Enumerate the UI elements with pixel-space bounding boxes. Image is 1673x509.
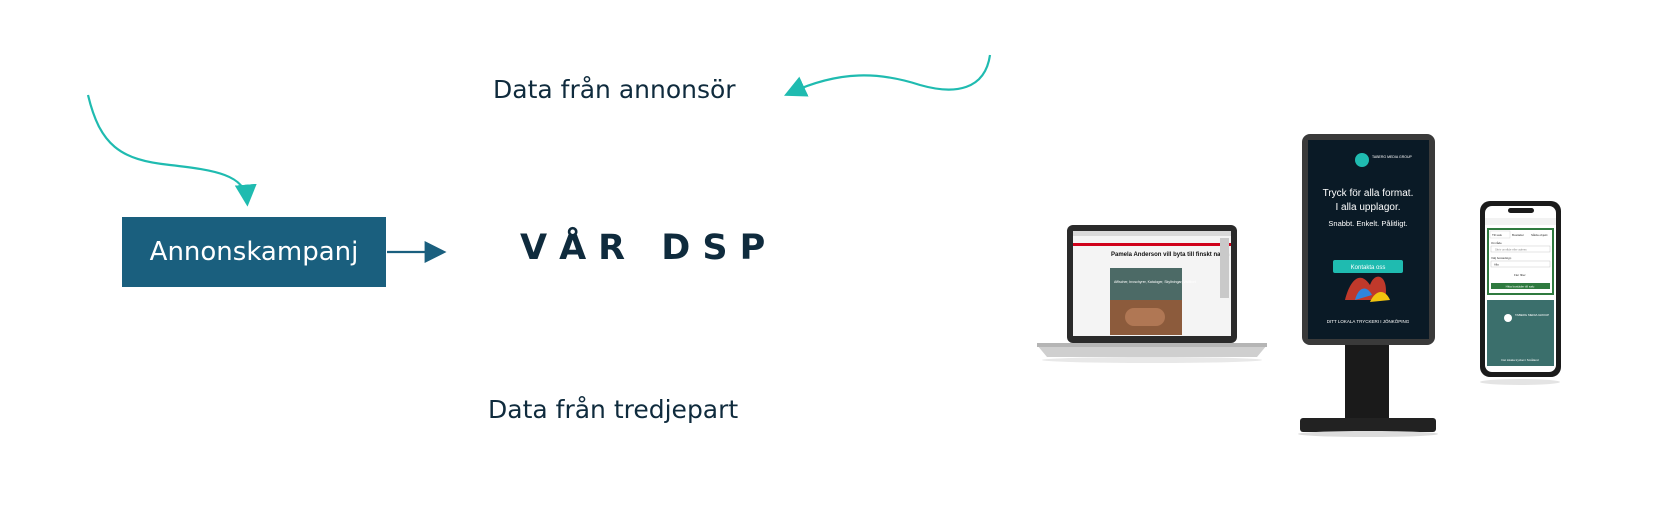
kiosk-headline-2: I alla upplagor. bbox=[1335, 202, 1400, 213]
kiosk-footer: DITT LOKALA TRYCKERI I JÖNKÖPING bbox=[1327, 318, 1410, 324]
data-from-advertiser-label: Data från annonsör bbox=[493, 75, 736, 104]
phone-tab-3: Sålda objekt bbox=[1531, 233, 1548, 237]
kiosk-button: Kontakta oss bbox=[1351, 265, 1386, 271]
campaign-box: Annonskampanj bbox=[122, 217, 386, 287]
data-from-thirdparty-label: Data från tredjepart bbox=[488, 395, 739, 424]
kiosk-headline-1: Tryck för alla format. bbox=[1323, 188, 1414, 199]
laptop-headline: Pamela Anderson vill byta till finskt na… bbox=[1111, 252, 1230, 258]
phone-filter-label: Fler filter bbox=[1514, 273, 1526, 277]
arrow-curve-left bbox=[86, 94, 257, 207]
phone-field-placeholder: Skriv område eller adress bbox=[1495, 248, 1527, 252]
campaign-box-label: Annonskampanj bbox=[149, 237, 359, 267]
kiosk-display: TABERG MEDIA GROUP Tryck för alla format… bbox=[1298, 134, 1438, 437]
phone: Till salu Bostäder Sålda objekt Område S… bbox=[1480, 201, 1561, 385]
kiosk-brand: TABERG MEDIA GROUP bbox=[1372, 155, 1412, 159]
arrow-curve-right bbox=[784, 54, 992, 97]
phone-tab-2: Bostäder bbox=[1512, 233, 1524, 237]
phone-tab-1: Till salu bbox=[1492, 233, 1502, 237]
phone-ad-text: Det lokala trycket i Småland bbox=[1501, 358, 1539, 362]
dsp-title: VÅR DSP bbox=[520, 228, 778, 268]
phone-select-value: Alla bbox=[1494, 263, 1499, 267]
kiosk-tagline: Snabbt. Enkelt. Pålitligt. bbox=[1328, 219, 1407, 228]
laptop: Pamela Anderson vill byta till finskt na… bbox=[1037, 225, 1267, 363]
phone-field-label-1: Område bbox=[1491, 241, 1502, 245]
laptop-ad-text: Affischer, broschyrer, Kataloger, Skyltn… bbox=[1114, 280, 1196, 284]
phone-field-label-2: Välj bostadstyp bbox=[1491, 256, 1512, 260]
phone-search-button: Hitta bostäder till salu bbox=[1506, 285, 1535, 289]
phone-brand: TABERG MEDIA GROUP bbox=[1515, 313, 1549, 317]
